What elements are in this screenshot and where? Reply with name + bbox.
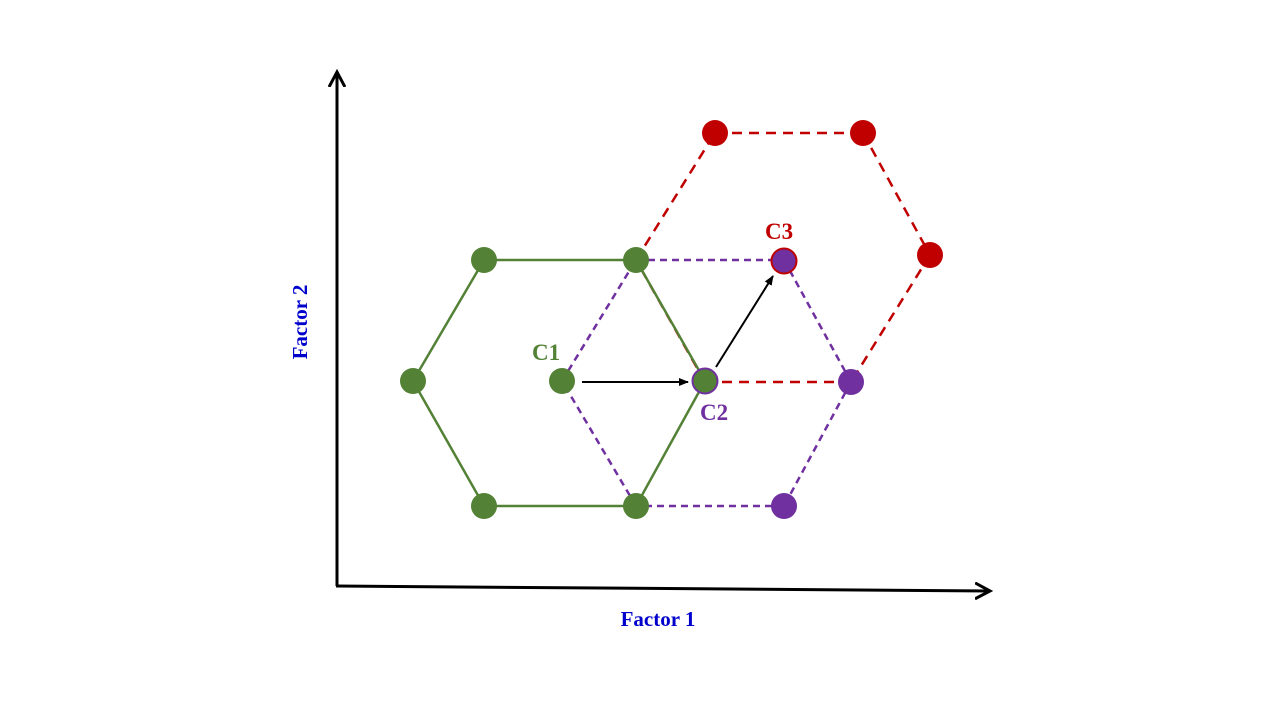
y-axis-label: Factor 2 [288, 285, 312, 360]
red-vertex [850, 120, 876, 146]
c3-point [770, 247, 798, 275]
c2-label: C2 [700, 400, 728, 425]
green-vertex [623, 493, 649, 519]
purple-vertex [838, 369, 864, 395]
arrow-c2-to-c3 [715, 275, 774, 368]
x-axis [335, 586, 990, 591]
green-hexagon [411, 258, 707, 508]
purple-vertex [771, 493, 797, 519]
c1-label: C1 [532, 340, 560, 365]
c3-label: C3 [765, 219, 793, 244]
green-vertex [400, 368, 426, 394]
green-vertex [471, 493, 497, 519]
c1-point [549, 368, 575, 394]
red-vertex [917, 242, 943, 268]
green-vertex [471, 247, 497, 273]
purple-hexagon [560, 258, 853, 508]
green-vertex [623, 247, 649, 273]
red-vertex [702, 120, 728, 146]
c2-point [691, 367, 719, 395]
x-axis-label: Factor 1 [621, 607, 696, 631]
